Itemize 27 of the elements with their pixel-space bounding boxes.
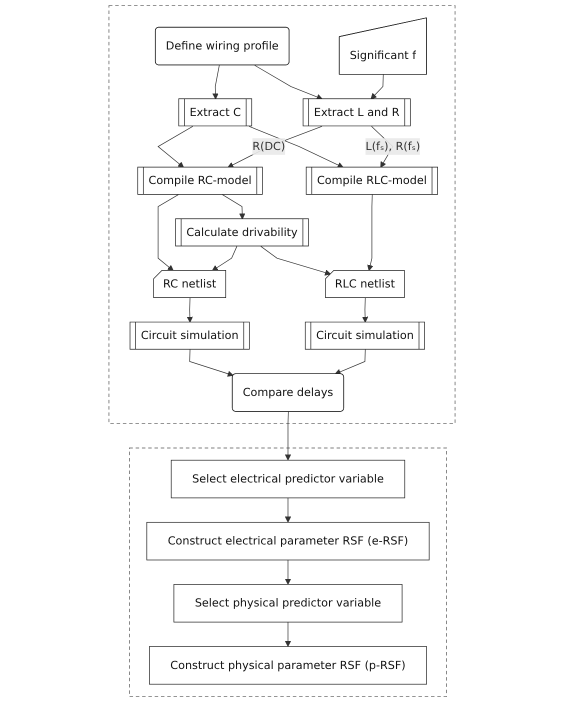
arrow (370, 74, 384, 100)
arrow (189, 349, 234, 377)
arrow (158, 194, 179, 272)
cluster (129, 448, 447, 697)
arrow (334, 349, 366, 375)
arrow (212, 246, 238, 272)
node-box: Select electrical predictor variable (170, 460, 406, 498)
arrow (248, 126, 344, 168)
arrow (367, 194, 374, 272)
edge-label: L(fₛ), R(fₛ) (365, 140, 420, 153)
arrow (186, 298, 193, 323)
node-box: Select physical predictor variable (174, 584, 402, 622)
arrow (284, 411, 292, 460)
edge-label: R(DC) (252, 140, 286, 153)
cluster (108, 5, 456, 424)
arrow (158, 126, 194, 168)
arrow (254, 64, 323, 100)
arrow (212, 64, 220, 100)
arrow (284, 560, 292, 585)
arrow (284, 498, 292, 523)
arrow (284, 622, 292, 647)
node-box: Construct electrical parameter RSF (e-RSF) (146, 522, 430, 560)
arrow (227, 126, 322, 168)
arrow (260, 246, 332, 276)
arrow (362, 298, 368, 323)
arrow (222, 194, 246, 220)
node-box: Construct physical parameter RSF (p-RSF) (149, 646, 427, 685)
